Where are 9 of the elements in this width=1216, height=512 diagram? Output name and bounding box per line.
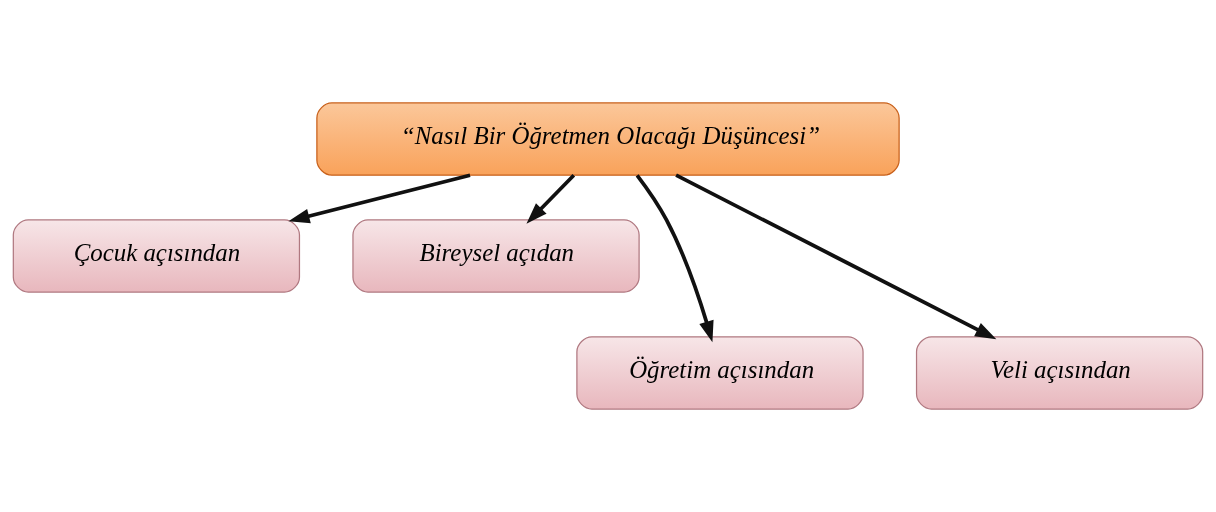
node-box: Çocuk açısından — [12, 219, 301, 293]
node-box: Öğretim açısından — [576, 336, 864, 410]
arrow — [526, 173, 576, 224]
arrow — [675, 173, 997, 340]
node-box: Veli açısından — [915, 336, 1204, 410]
node-box: “Nasıl Bir Öğretmen Olacağı Düşüncesi” — [316, 102, 900, 176]
arrow — [635, 174, 714, 343]
arrow — [288, 173, 471, 224]
node-box: Bireysel açıdan — [352, 219, 640, 293]
